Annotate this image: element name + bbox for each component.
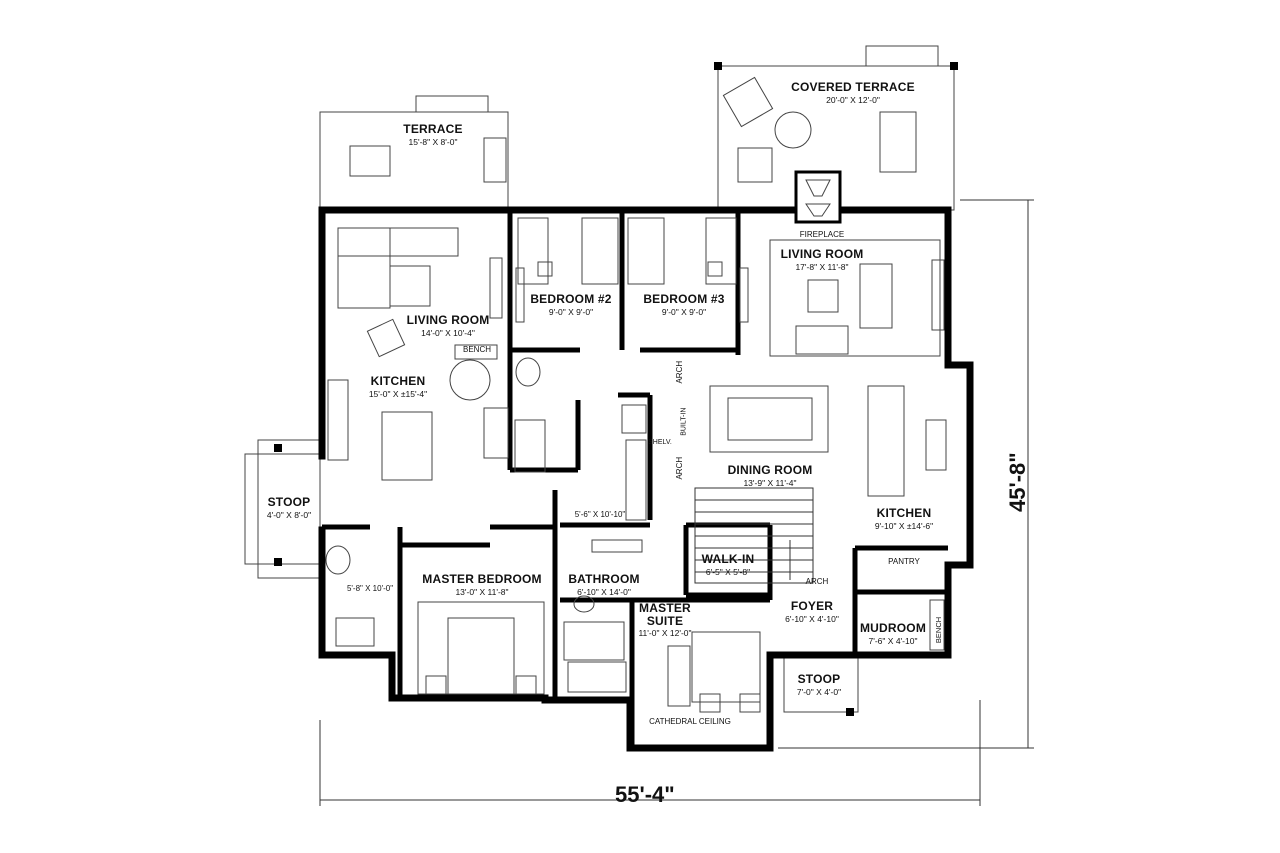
room-dims: 9'-10" X ±14'-6" [874,520,934,531]
room-dims: 6'-10" X 4'-10" [785,613,839,624]
room-name: KITCHEN [370,374,426,388]
cathedral-ceiling-label: CATHEDRAL CEILING [649,717,731,726]
room-dims: 6'-10" X 14'-0" [577,586,631,597]
room-name: MASTER BEDROOM [422,572,542,586]
fireplace-label: FIREPLACE [799,230,845,239]
room-name: LIVING ROOM [406,313,490,327]
room-name: DINING ROOM [727,463,813,477]
room-name: MUDROOM [859,621,927,635]
room-name: KITCHEN [876,506,932,520]
room-label-walk-in: WALK-IN 6'-5" X 5'-8" [702,553,755,577]
room-dims: 13'-9" X 11'-4" [743,477,797,488]
built-in-label: BUILT-IN [680,407,688,436]
room-name: LIVING ROOM [780,247,864,261]
room-name: BEDROOM #2 [530,292,612,306]
room-name: COVERED TERRACE [791,80,915,94]
room-name: BATHROOM [568,572,640,586]
terrace-posts [274,62,958,716]
room-label-mudroom: MUDROOM 7'-6" X 4'-10" [860,622,926,646]
furniture [325,76,947,713]
pantry-label: PANTRY [888,557,920,566]
room-dims: 14'-0" X 10'-4" [421,327,475,338]
dimension-lines [319,199,1034,806]
stairs [694,487,814,584]
room-label-kitchen-left: KITCHEN 15'-0" X ±15'-4" [369,375,427,399]
room-dims: 15'-8" X 8'-0" [408,136,458,147]
hall-dims-label: 5'-6" X 10'-10" [574,510,626,519]
room-dims: 17'-8" X 11'-8" [795,261,849,272]
room-label-covered-terrace: COVERED TERRACE 20'-0" X 12'-0" [791,81,915,105]
room-label-bedroom-3: BEDROOM #3 9'-0" X 9'-0" [643,293,724,317]
room-dims: 11'-0" X 12'-0" [638,628,692,639]
room-label-master-suite: MASTER SUITE 11'-0" X 12'-0" [638,602,691,638]
room-dims: 9'-0" X 9'-0" [548,306,594,317]
room-name: WALK-IN [701,552,755,566]
room-name: STOOP [267,495,311,509]
room-label-living-room-right: LIVING ROOM 17'-8" X 11'-8" [781,248,864,272]
bench-label: BENCH [462,345,492,354]
room-label-terrace: TERRACE 15'-8" X 8'-0" [403,123,462,147]
overall-depth-dimension: 45'-8" [1005,452,1030,512]
room-name: MASTER SUITE [639,601,691,628]
room-name: STOOP [797,672,841,686]
room-dims: 15'-0" X ±15'-4" [368,388,428,399]
room-label-bathroom: BATHROOM 6'-10" X 14'-0" [568,573,639,597]
room-name: FOYER [790,599,834,613]
room-name: TERRACE [403,122,463,136]
arch-label: ARCH [674,456,684,480]
room-dims: 6'-5" X 5'-8" [705,566,751,577]
room-label-dining-room: DINING ROOM 13'-9" X 11'-4" [728,464,813,488]
bath-dims-label: 5'-8" X 10'-0" [346,584,394,593]
bench-side-label: BENCH [934,616,944,644]
overall-width-dimension: 55'-4" [615,782,675,807]
room-label-living-room-left: LIVING ROOM 14'-0" X 10'-4" [407,314,490,338]
room-dims: 7'-6" X 4'-10" [868,635,918,646]
arch-label: ARCH [805,577,829,586]
room-label-foyer: FOYER 6'-10" X 4'-10" [785,600,839,624]
room-label-master-bedroom: MASTER BEDROOM 13'-0" X 11'-8" [422,573,541,597]
room-label-kitchen-right: KITCHEN 9'-10" X ±14'-6" [875,507,933,531]
arch-label: ARCH [674,360,684,384]
room-dims: 7'-0" X 4'-0" [796,686,842,697]
shelves-label: SHELV. [648,439,672,446]
room-dims: 4'-0" X 8'-0" [266,509,312,520]
room-dims: 13'-0" X 11'-8" [455,586,509,597]
interior-walls [322,210,948,748]
room-label-stoop-front: STOOP 7'-0" X 4'-0" [797,673,841,697]
room-dims: 9'-0" X 9'-0" [661,306,707,317]
room-label-bedroom-2: BEDROOM #2 9'-0" X 9'-0" [530,293,611,317]
exterior-walls [318,206,974,752]
room-name: BEDROOM #3 [643,292,725,306]
room-label-stoop-left: STOOP 4'-0" X 8'-0" [267,496,311,520]
room-dims: 20'-0" X 12'-0" [826,94,880,105]
